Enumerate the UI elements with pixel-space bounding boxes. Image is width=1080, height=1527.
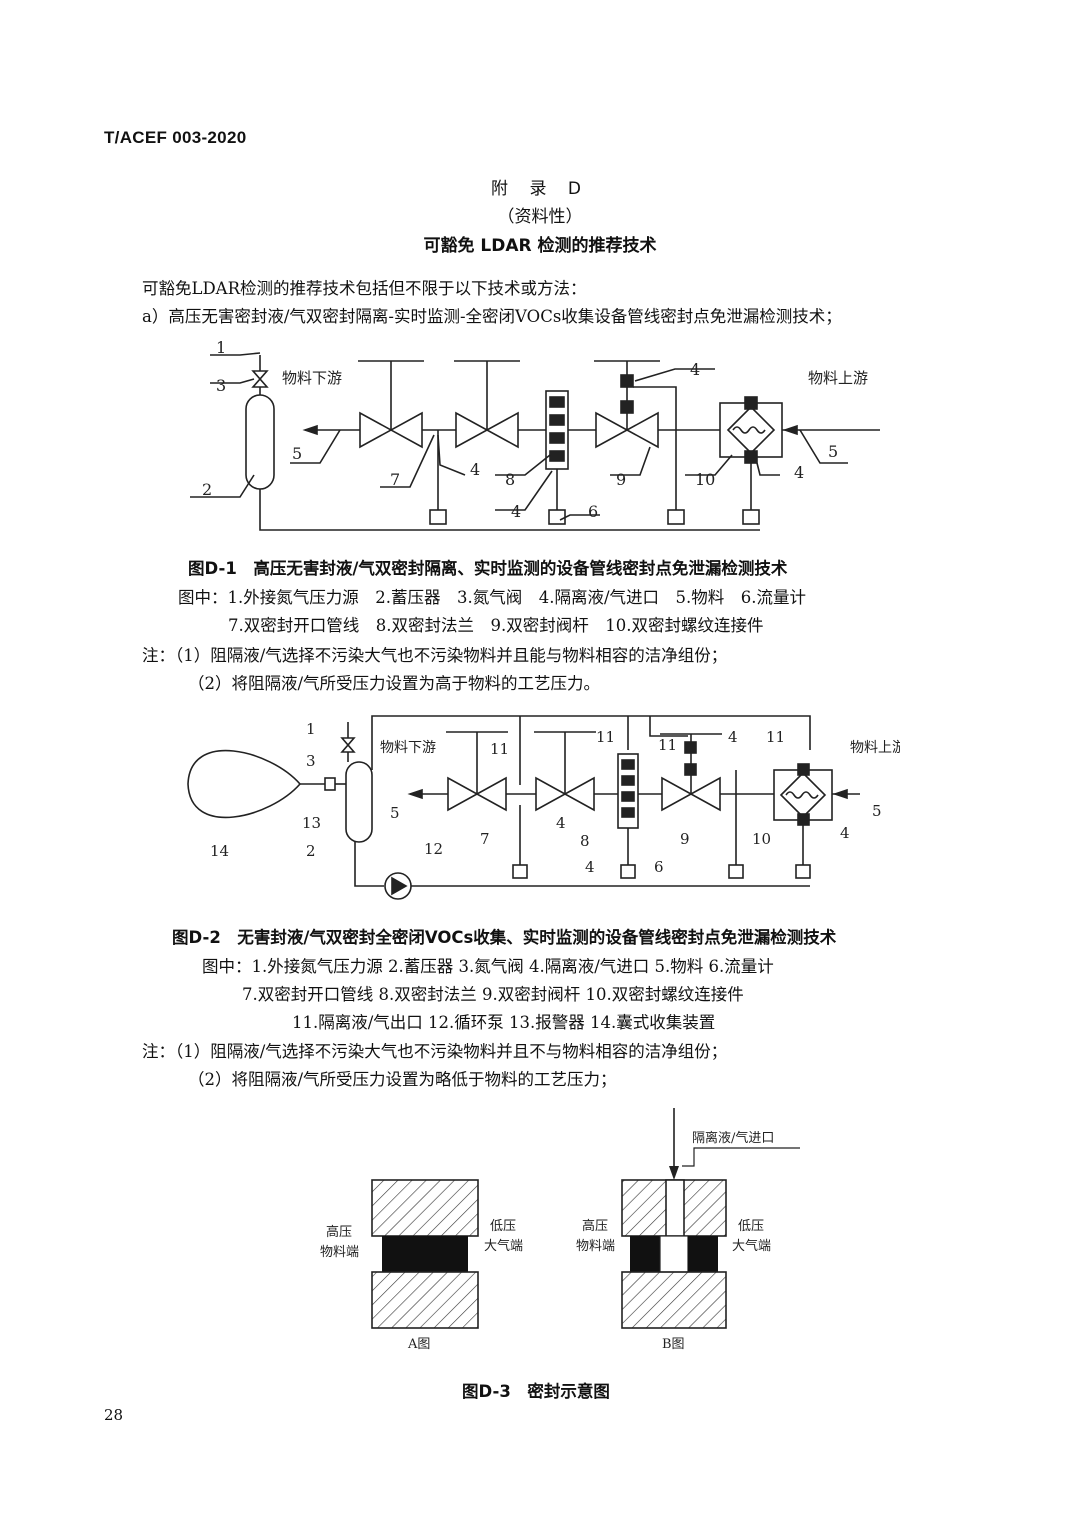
fig2-label-4-d: 4: [840, 824, 850, 842]
fig2-label-7: 7: [480, 830, 490, 848]
fig2-label-4-a: 4: [556, 814, 566, 832]
fig1-label-5-right: 5: [828, 442, 838, 461]
stem-seal-icon: [620, 374, 634, 388]
flow-arrow-left: [302, 424, 318, 436]
fig1-label-2: 2: [202, 480, 212, 499]
figure-d2-diagram: 1 3 13 14 2 12 5 11 7 4 8 11 4 6 11 4 9 …: [187, 715, 900, 900]
fig3-b-left-1: 高压: [582, 1218, 608, 1234]
alarm-icon: [324, 777, 336, 791]
fig3-a-right-2: 大气端: [484, 1238, 523, 1254]
figure-d1-note-2: （2）将阻隔液/气所受压力设置为高于物料的工艺压力。: [188, 674, 601, 693]
fig1-label-6: 6: [588, 502, 598, 521]
intro-line-1: 可豁免LDAR检测的推荐技术包括但不限于以下技术或方法：: [142, 279, 587, 298]
fig1-label-4-b: 4: [511, 502, 521, 521]
fig2-label-11-d: 11: [766, 728, 785, 746]
fig1-label-1: 1: [216, 338, 226, 357]
page-number: 28: [104, 1406, 124, 1424]
seal-a-diagram: [371, 1179, 479, 1329]
fig2-label-3: 3: [306, 752, 316, 770]
fig3-inlet-label: 隔离液/气进口: [692, 1130, 774, 1146]
figure-d2-note-2: （2）将阻隔液/气所受压力设置为略低于物料的工艺压力；: [188, 1070, 617, 1089]
fig2-label-5-right: 5: [872, 802, 882, 820]
fig3-a-name: A图: [407, 1337, 430, 1352]
fig1-label-10: 10: [695, 470, 715, 489]
bladder-collector-icon: [187, 749, 302, 819]
fig1-label-7: 7: [390, 470, 400, 489]
fig2-label-10: 10: [752, 830, 771, 848]
flow-arrow-inlet: [782, 424, 798, 436]
fig2-downstream-label: 物料下游: [380, 740, 436, 756]
fig2-label-1: 1: [306, 720, 316, 738]
fig2-label-6: 6: [654, 858, 664, 876]
fig3-a-right-1: 低压: [490, 1219, 516, 1234]
fig3-a-left-2: 物料端: [320, 1245, 359, 1260]
figure-d2-note-1: 注：（1）阻隔液/气选择不污染大气也不污染物料并且不与物料相容的洁净组份；: [142, 1042, 728, 1061]
figure-d1-diagram: 1 3 2 5 7 4 8 4 6 9 4 10 4 5 物料下游 物料上游: [190, 338, 880, 531]
seal-b-diagram: [621, 1108, 800, 1329]
fig2-label-14: 14: [210, 842, 229, 860]
fig2-label-13: 13: [302, 814, 321, 832]
fig2-label-8: 8: [580, 832, 590, 850]
document-id: T/ACEF 003-2020: [104, 128, 247, 147]
figure-d2-caption: 图D-2 无害封液/气双密封全密闭VOCs收集、实时监测的设备管线密封点免泄漏检…: [172, 928, 837, 947]
accumulator-vessel: [245, 394, 275, 490]
fig2-label-11-b: 11: [596, 728, 615, 746]
fig1-upstream-label: 物料上游: [808, 369, 868, 387]
fig3-b-name: B图: [662, 1337, 685, 1352]
fig3-a-left-1: 高压: [326, 1224, 352, 1240]
figure-d2-legend-2: 7.双密封开口管线 8.双密封法兰 9.双密封阀杆 10.双密封螺纹连接件: [242, 985, 744, 1004]
intro-line-2: a）高压无害密封液/气双密封隔离-实时监测-全密闭VOCs收集设备管线密封点免泄…: [142, 307, 842, 326]
nitrogen-valve-2-icon: [340, 737, 356, 753]
fig1-label-4-c: 4: [690, 360, 700, 379]
fig1-downstream-label: 物料下游: [282, 369, 342, 387]
fig2-upstream-label: 物料上游: [850, 740, 900, 756]
fig2-label-4-c: 4: [728, 728, 738, 746]
fig1-label-9: 9: [616, 470, 626, 489]
figure-d3-caption: 图D-3 密封示意图: [462, 1382, 610, 1401]
nitrogen-valve-icon: [251, 370, 269, 388]
fig2-label-12: 12: [424, 840, 443, 858]
fig2-label-9: 9: [680, 830, 690, 848]
fig2-label-4-b: 4: [585, 858, 595, 876]
appendix-nature: （资料性）: [497, 207, 583, 227]
fig2-label-5-left: 5: [390, 804, 400, 822]
fig1-label-8: 8: [505, 470, 515, 489]
figure-d2-legend-1: 图中：1.外接氮气压力源 2.蓄压器 3.氮气阀 4.隔离液/气进口 5.物料 …: [202, 957, 774, 976]
figure-d3-diagram: 高压 物料端 低压 大气端 A图 高压 物料端 低压 大气端 B图 隔离液/气进…: [320, 1108, 800, 1352]
fig2-label-11-a: 11: [490, 740, 509, 758]
figure-d2-legend-3: 11.隔离液/气出口 12.循环泵 13.报警器 14.囊式收集装置: [292, 1013, 716, 1032]
fig1-label-4-a: 4: [470, 460, 480, 479]
fig1-label-5-left: 5: [292, 444, 302, 463]
fig2-label-2: 2: [306, 842, 316, 860]
fig1-label-3: 3: [216, 376, 226, 395]
figure-d1-legend-2: 7.双密封开口管线 8.双密封法兰 9.双密封阀杆 10.双密封螺纹连接件: [228, 616, 764, 635]
flowmeter-icon: [429, 509, 447, 525]
fig3-b-right-2: 大气端: [732, 1238, 771, 1254]
appendix-heading: 附 录 D: [491, 179, 589, 199]
fig1-label-4-d: 4: [794, 463, 804, 482]
figure-d1-caption: 图D-1 高压无害封液/气双密封隔离、实时监测的设备管线密封点免泄漏检测技术: [188, 559, 788, 578]
figure-d1-note-1: 注：（1）阻隔液/气选择不污染大气也不污染物料并且能与物料相容的洁净组份；: [142, 646, 728, 665]
accumulator-vessel-2: [345, 761, 373, 843]
appendix-title: 可豁免 LDAR 检测的推荐技术: [423, 236, 657, 256]
fig2-label-11-c: 11: [658, 736, 677, 754]
fig3-b-left-2: 物料端: [576, 1239, 615, 1254]
inlet-arrow-icon: [669, 1166, 679, 1180]
fig3-b-right-1: 低压: [738, 1219, 764, 1234]
figure-d1-legend-1: 图中：1.外接氮气压力源 2.蓄压器 3.氮气阀 4.隔离液/气进口 5.物料 …: [178, 588, 807, 607]
